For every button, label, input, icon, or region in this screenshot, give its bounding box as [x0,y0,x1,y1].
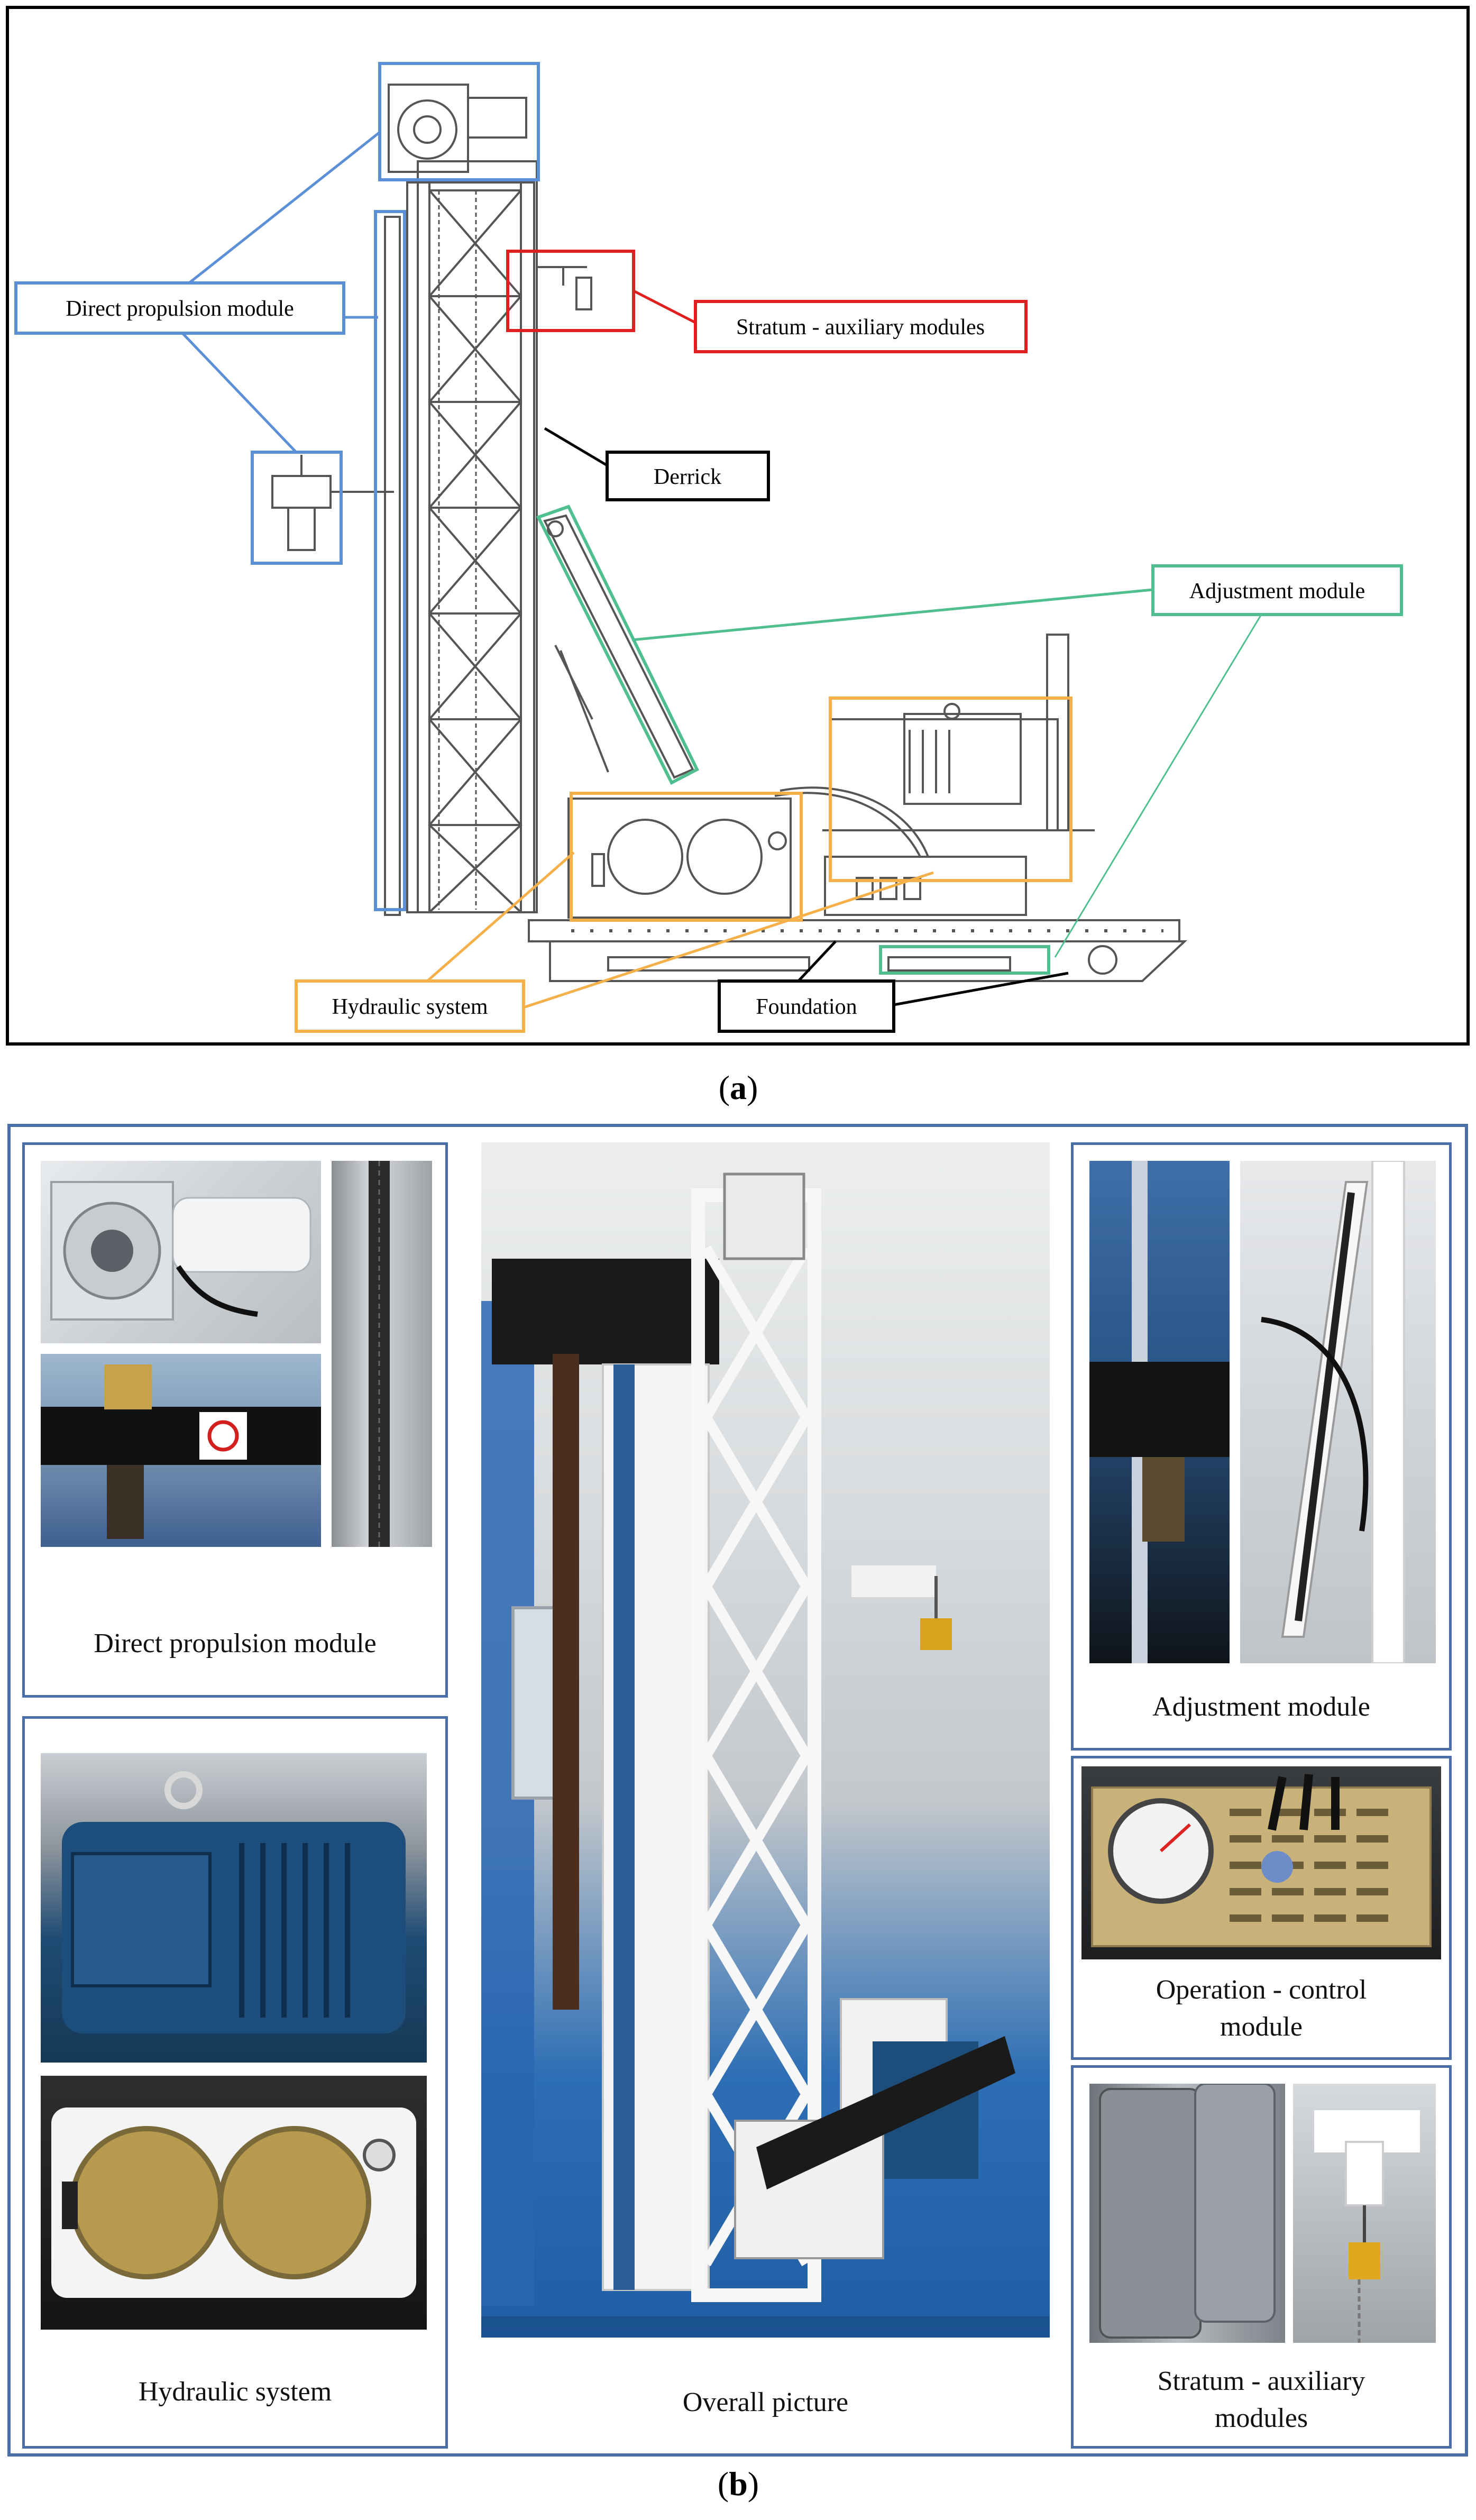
highlight-foundation-slot [879,945,1050,975]
callout-box-foundation [718,979,895,1033]
figure-b-label-close: ) [747,2465,759,2503]
panel-stratum: Stratum - auxiliary modules [1071,2065,1452,2449]
photo-drill-head [41,1354,321,1547]
panel-hydraulic: Hydraulic system [22,1716,448,2449]
callout-box-hydraulic [295,979,525,1033]
photo-hydraulic-tank [41,2076,427,2330]
photo-feed-rail [332,1161,432,1547]
leader-foundation-slot [893,972,1069,1006]
leader-hydraulic-motor [523,871,934,1009]
photo-control-panel [1081,1766,1441,1959]
caption-adjustment: Adjustment module [1152,1692,1370,1722]
figure-b-label-open: ( [717,2465,729,2503]
panel-direct-propulsion: Direct propulsion module [22,1142,448,1698]
highlight-hydraulic-tank [570,792,803,922]
caption-stratum-line2: modules [1214,2403,1308,2433]
leader-adjustment-slot [1054,614,1262,958]
caption-direct-propulsion: Direct propulsion module [94,1628,377,1658]
leader-direct-head [181,332,297,453]
callout-direct-propulsion: Direct propulsion module [66,297,294,321]
highlight-motor [829,697,1072,882]
callout-stratum: Stratum - auxiliary modules [736,315,985,340]
callout-adjustment: Adjustment module [1189,579,1365,603]
photo-overall-rig [481,1142,1050,2338]
rig-drawing [271,84,1188,982]
figure-b-label: (b) [632,2464,844,2504]
caption-operation-line1: Operation - control [1156,1975,1367,2005]
photo-adjustment-base [1089,1161,1230,1663]
figure-a-label-letter: a [730,1069,747,1106]
photo-adjustment-cylinder [1240,1161,1436,1663]
figure-a-drawing: Direct propulsion module Stratum - auxil… [6,6,1470,1046]
callout-hydraulic: Hydraulic system [332,995,488,1019]
panel-adjustment: Adjustment module [1071,1142,1452,1751]
caption-hydraulic: Hydraulic system [138,2377,332,2407]
figure-a-label: (a) [632,1068,844,1107]
highlight-top-gearbox [378,62,540,181]
leader-derrick [544,427,608,467]
caption-operation-line2: module [1220,2012,1303,2042]
caption-stratum-line1: Stratum - auxiliary [1157,2366,1365,2396]
photo-stratum-cylinders [1089,2084,1285,2343]
figure-a-frame [6,6,1470,1046]
photo-gearbox [41,1161,321,1343]
highlight-adjustment-cylinder [536,505,699,785]
callout-box-adjustment [1151,564,1403,616]
photo-stratum-hoist [1293,2084,1436,2343]
figure-b-label-letter: b [729,2465,748,2503]
callout-box-direct-propulsion [14,281,345,335]
callout-foundation: Foundation [756,995,857,1019]
panel-operation-control: Operation - control module [1071,1756,1452,2060]
leader-foundation-base [795,940,837,985]
callout-box-stratum [694,300,1028,353]
callout-box-derrick [606,451,770,501]
leader-direct-top [181,131,381,289]
photo-electric-motor [41,1753,427,2063]
highlight-drill-head [251,451,343,565]
caption-overall: Overall picture [682,2387,849,2417]
leader-stratum [632,289,696,324]
figure-a-label-open: ( [718,1069,730,1106]
leader-hydraulic-tank [422,851,575,986]
leader-adjustment-cyl [631,588,1153,642]
highlight-feed-rail [374,210,406,911]
figure-a-label-close: ) [747,1069,758,1106]
callout-derrick: Derrick [654,465,721,489]
overall-floor-shadow [481,2316,1050,2338]
